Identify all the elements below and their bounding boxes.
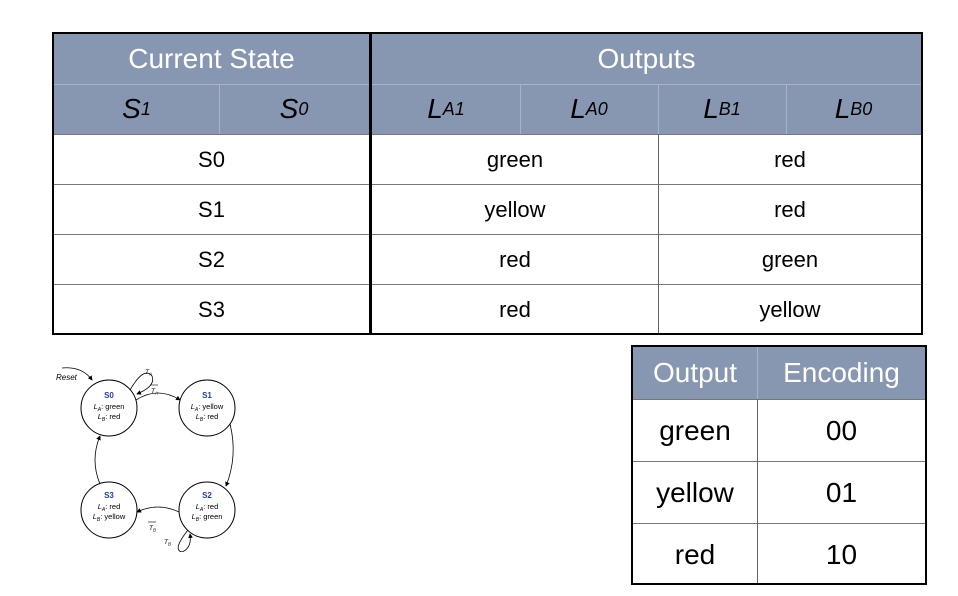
state-lb: LB: red — [98, 412, 121, 423]
state-la: LA: green — [94, 402, 125, 413]
state-lb: LB: red — [196, 412, 219, 423]
encoding-header: Output Encoding — [633, 347, 925, 399]
state-cell: S1 — [198, 196, 225, 222]
lb-cell: green — [761, 246, 819, 272]
lb-cell: yellow — [759, 296, 821, 322]
code-cell: 01 — [825, 476, 858, 508]
reset-label: Reset — [56, 373, 78, 382]
table-row: red 10 — [633, 523, 925, 585]
output-cell: red — [674, 538, 716, 570]
encoding-table: Output Encoding green 00 yellow 01 red 1… — [631, 345, 927, 585]
state-s0 — [80, 379, 138, 437]
lb-cell: red — [774, 146, 806, 172]
group-divider — [369, 34, 372, 333]
la-cell: green — [486, 146, 544, 172]
state-cell: S0 — [198, 146, 225, 172]
state-name: S0 — [104, 391, 114, 400]
table-row: S3 red yellow — [54, 284, 921, 334]
header-outputs: Outputs — [597, 43, 696, 74]
table-row: green 00 — [633, 399, 925, 461]
not-tb-label: TB — [149, 525, 156, 533]
state-diagram: Reset S0 LA: green LB: red S1 LA: yellow… — [56, 367, 236, 552]
header-encoding: Encoding — [783, 357, 900, 388]
header-output: Output — [652, 357, 738, 388]
la-cell: red — [499, 296, 531, 322]
state-name: S2 — [202, 491, 212, 500]
la-cell: yellow — [484, 196, 546, 222]
state-la: LA: red — [98, 502, 121, 513]
header-current-state: Current State — [128, 43, 295, 74]
la-cell: red — [499, 246, 531, 272]
state-s2 — [178, 481, 236, 539]
state-s1 — [178, 379, 236, 437]
output-cell: green — [659, 414, 731, 446]
ta-label: TA — [145, 369, 152, 377]
state-lb: LB: green — [192, 512, 223, 523]
table-row: S0 green red — [54, 134, 921, 184]
state-cell: S3 — [198, 296, 225, 322]
not-ta-label: TA — [151, 388, 158, 396]
lb-cell: red — [774, 196, 806, 222]
state-la: LA: red — [196, 502, 219, 513]
state-la: LA: yellow — [191, 402, 224, 413]
table-row: S1 yellow red — [54, 184, 921, 234]
output-cell: yellow — [656, 476, 734, 508]
table-row: S2 red green — [54, 234, 921, 284]
state-cell: S2 — [198, 246, 225, 272]
state-name: S3 — [104, 491, 114, 500]
code-cell: 00 — [825, 414, 858, 446]
tb-label: TB — [164, 539, 171, 547]
state-name: S1 — [202, 391, 212, 400]
state-lb: LB: yellow — [93, 512, 126, 523]
table-row: yellow 01 — [633, 461, 925, 523]
code-cell: 10 — [825, 538, 858, 570]
